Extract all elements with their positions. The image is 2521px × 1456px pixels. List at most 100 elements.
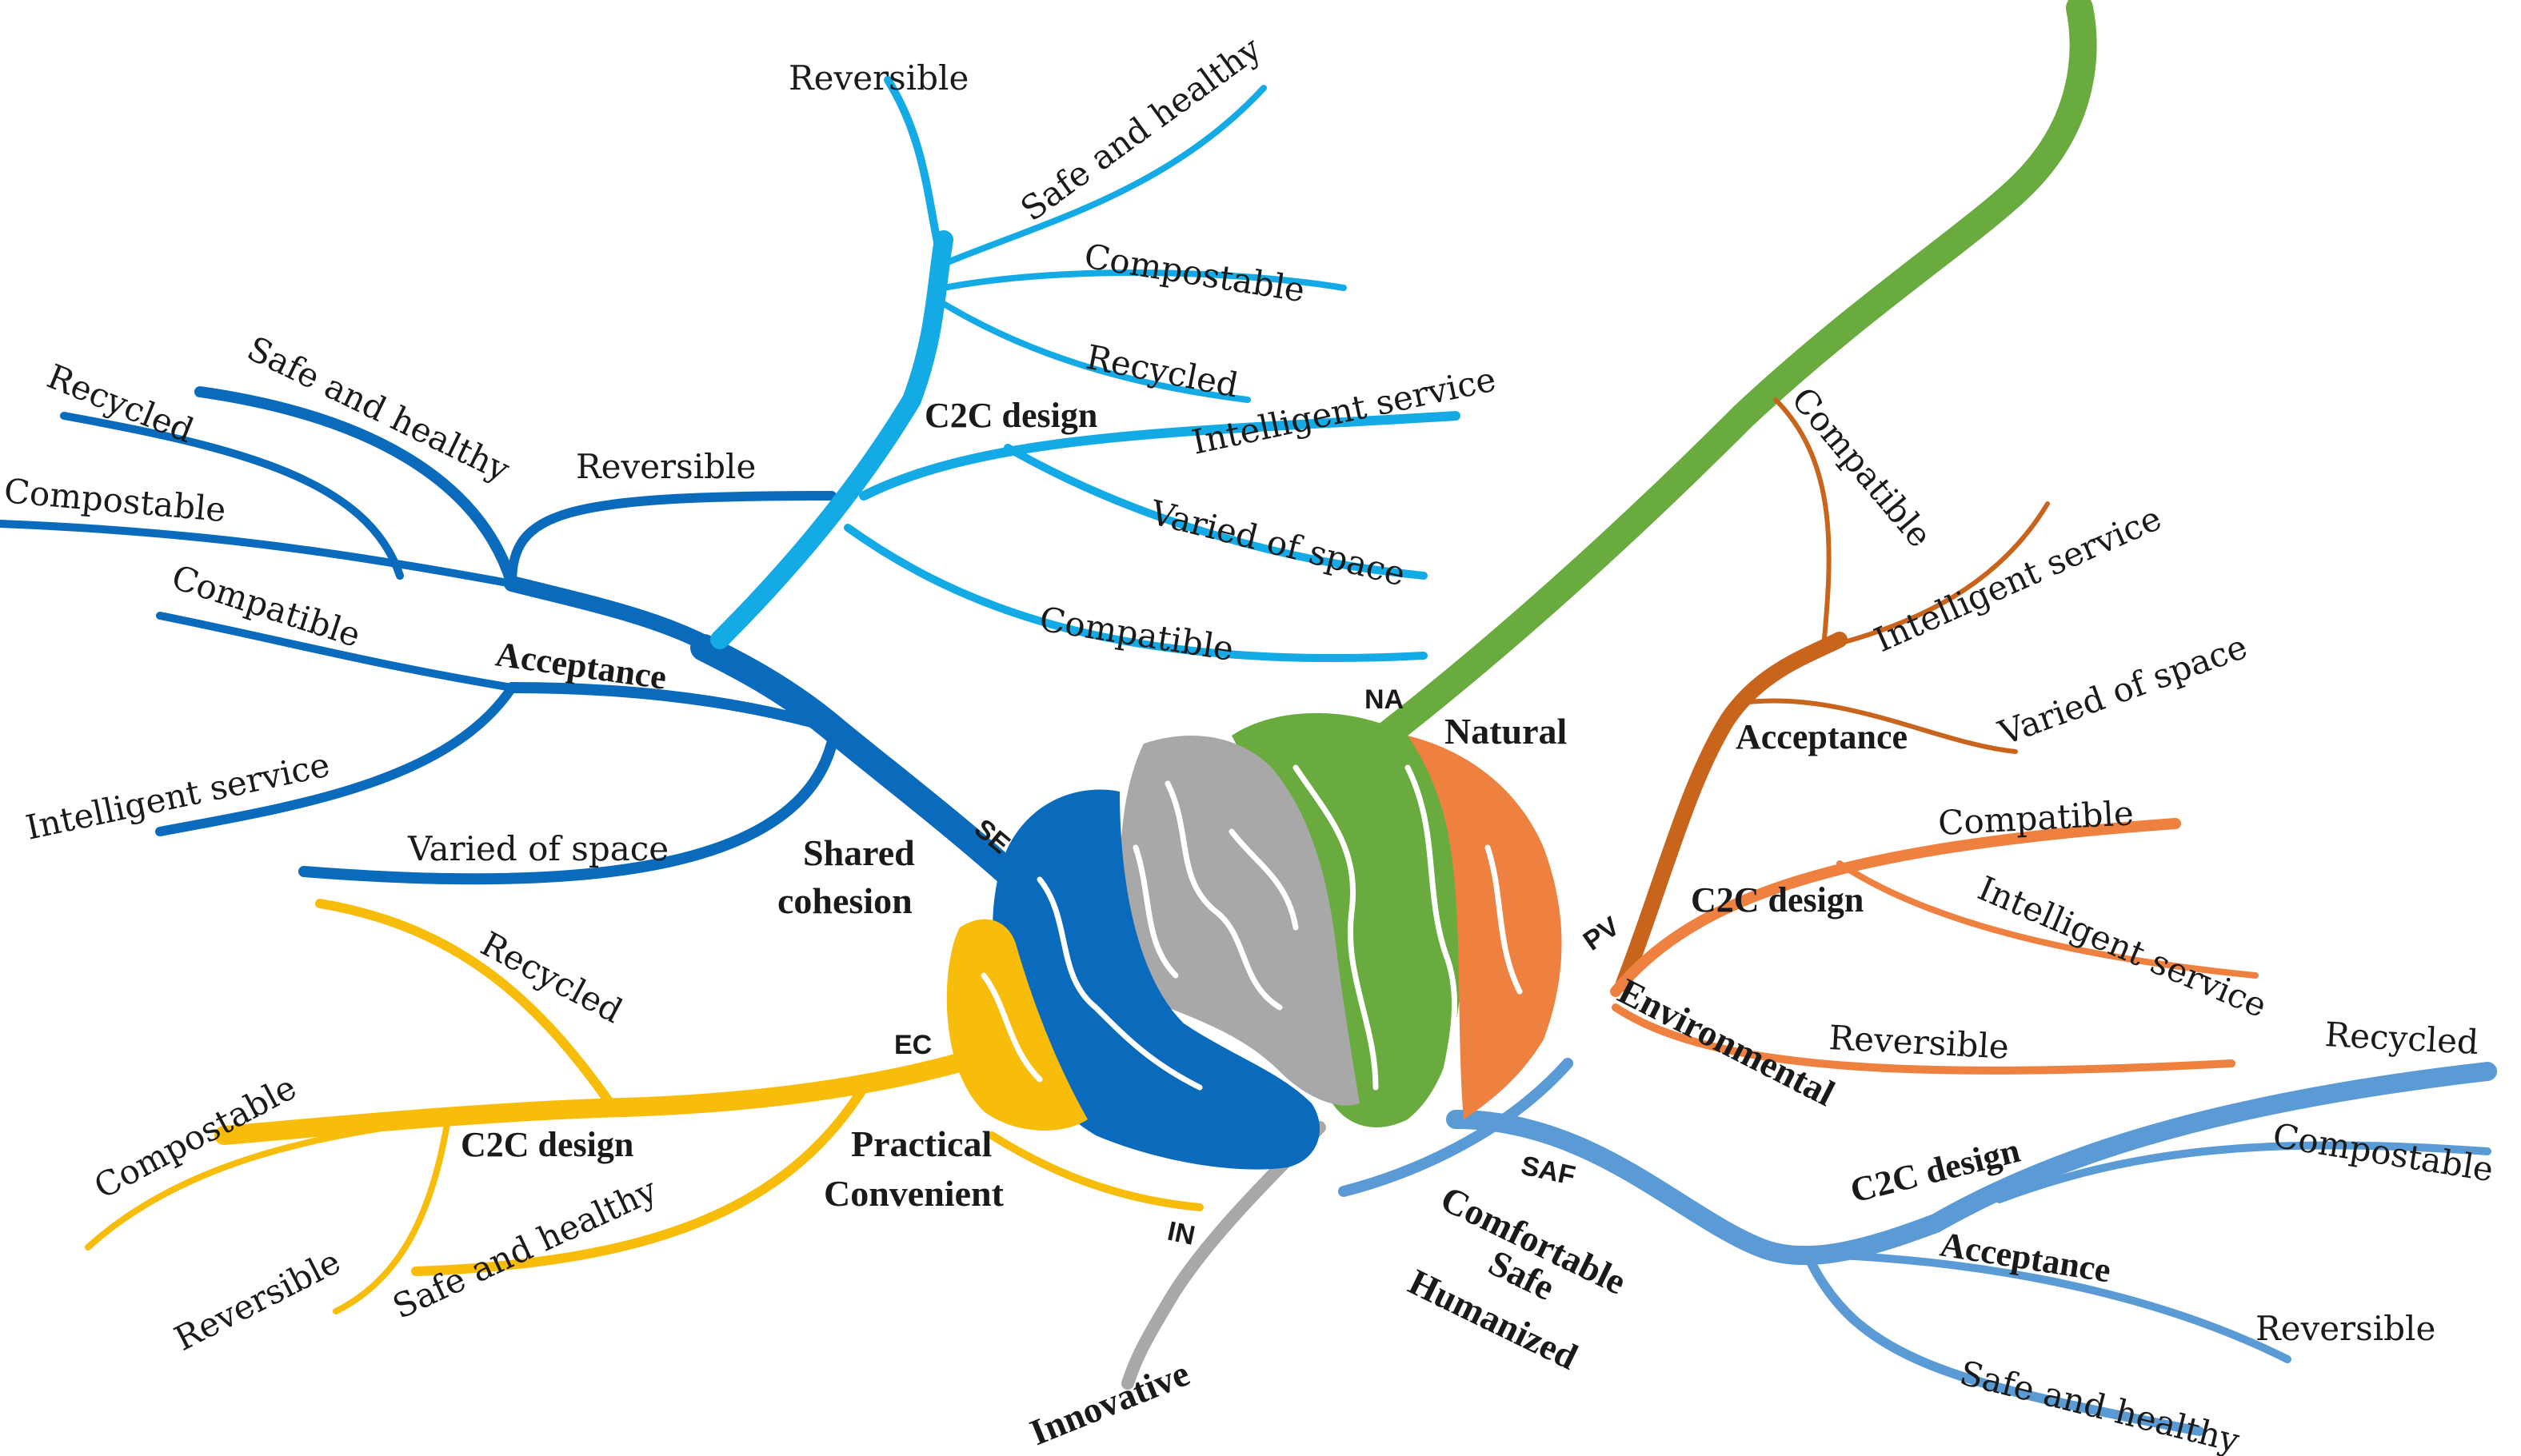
saf-to-safe (1803, 1251, 2204, 1436)
code-na: NA (1364, 684, 1404, 715)
env-to-varied (1733, 698, 2018, 754)
bottom-right-item-compostable: Compostable (2270, 1115, 2495, 1189)
shared-to-safe (194, 386, 517, 589)
econ-main-stroke (214, 1046, 993, 1145)
upper-to-varied (1004, 444, 1428, 580)
upper-to-safe (941, 85, 1267, 267)
dimension-shared-line1: Shared (803, 832, 915, 873)
econ-to-reversible (333, 1116, 451, 1314)
left-c2c-labels: C2C design Recycled Compostable Reversib… (88, 924, 663, 1358)
safety-branch (1338, 1058, 2497, 1436)
shared-trunk-stroke (504, 576, 760, 680)
upper-to-intelligent (859, 411, 1460, 501)
upper-c2c-item-compatible: Compatible (1037, 599, 1236, 668)
innovative-branch (1121, 1121, 1326, 1390)
shared-to-intelligent (155, 683, 517, 836)
left-acceptance-item-reversible: Reversible (576, 447, 756, 486)
sulcus-5 (1133, 844, 1179, 979)
shared-cohesion-branch (0, 386, 1029, 893)
upper-main-stroke (710, 230, 953, 649)
sulcus-2 (1292, 764, 1379, 1091)
upper-c2c-item-safe: Safe and healthy (1013, 29, 1268, 229)
left-acceptance-item-compostable: Compostable (2, 471, 227, 529)
brain-lobe-economic (946, 919, 1088, 1131)
dimension-natural: Natural (1444, 711, 1567, 752)
upper-c2c-item-reversible: Reversible (789, 58, 969, 98)
saf-to-reversible (1836, 1251, 2291, 1363)
env-to-intelligent (1821, 501, 2050, 650)
natural-tip-stroke (2028, 3, 2083, 179)
shared-to-compostable (0, 520, 516, 588)
environmental-branch (1610, 397, 2259, 1075)
env-to-intelligent-2 (1836, 860, 2259, 979)
env-main-stroke (1616, 632, 1848, 991)
upper-c2c-labels: C2C design Reversible Safe and healthy C… (789, 29, 1499, 668)
shared-mid-stroke (506, 682, 837, 733)
upper-c2c-item-compostable: Compostable (1081, 236, 1307, 309)
sulcus-6 (981, 972, 1043, 1083)
upper-to-compatible (844, 524, 1428, 663)
left-acceptance-item-varied: Varied of space (407, 829, 669, 868)
upper-c2c-title: C2C design (925, 396, 1097, 435)
econ-to-compostable (85, 1116, 451, 1251)
shared-to-reversible (507, 491, 837, 588)
shared-to-recycled (60, 412, 404, 580)
upper-to-recycled (941, 301, 1251, 403)
bottom-right-acceptance-title: Acceptance (1937, 1224, 2113, 1290)
sulcus-7 (1484, 844, 1523, 995)
upper-c2c-branch (710, 76, 1460, 663)
sulcus-1 (1165, 780, 1283, 1011)
dimension-environmental: Environmental (1612, 970, 1841, 1114)
econ-to-safe (411, 1083, 869, 1276)
code-in: IN (1165, 1216, 1197, 1251)
code-saf: SAF (1518, 1151, 1577, 1191)
sulcus-3 (1404, 764, 1458, 1107)
brain-lobe-environmental (1408, 736, 1562, 1119)
bottom-right-item-reversible: Reversible (2255, 1309, 2435, 1348)
bottom-right-item-recycled: Recycled (2323, 1015, 2479, 1062)
upper-c2c-item-varied: Varied of space (1146, 493, 1409, 594)
shared-to-varied (298, 738, 837, 885)
upper-c2c-item-recycled: Recycled (1083, 337, 1241, 405)
env-c2c-stroke (1610, 818, 2181, 997)
natural-branch (1362, 0, 2097, 757)
right-c2c-item-reversible: Reversible (1828, 1018, 2010, 1067)
dimension-shared-line2: cohesion (777, 880, 913, 921)
left-c2c-item-reversible: Reversible (168, 1242, 346, 1358)
brain-lobe-shared (993, 789, 1320, 1170)
right-env-labels: Acceptance Compatible Intelligent servic… (1691, 380, 2272, 1067)
saf-to-compostable (1996, 1141, 2491, 1203)
right-acceptance-item-varied: Varied of space (1993, 627, 2252, 753)
sulcus-8 (1229, 828, 1299, 931)
econ-to-recycled (315, 899, 621, 1116)
shared-to-compatible (156, 612, 516, 692)
dimension-innovative: Innovative (1025, 1352, 1195, 1453)
bottom-right-item-safe: Safe and healthy (1956, 1353, 2243, 1456)
code-pv: PV (1578, 911, 1625, 956)
code-ec: EC (894, 1030, 932, 1060)
economic-branch (85, 899, 1204, 1314)
upper-to-reversible (884, 76, 948, 276)
left-acceptance-item-recycled: Recycled (42, 357, 199, 451)
upper-to-compostable (941, 269, 1347, 291)
left-c2c-title: C2C design (461, 1125, 633, 1164)
left-acceptance-labels: Acceptance Safe and healthy Recycled Rev… (2, 329, 756, 868)
dimension-practical-line2: Convenient (824, 1173, 1005, 1214)
saf-main-stroke (1446, 1062, 2497, 1266)
right-c2c-item-compatible: Compatible (1937, 793, 2135, 843)
right-acceptance-item-compatible: Compatible (1784, 380, 1940, 555)
brain-sulci (981, 764, 1523, 1107)
sulcus-4 (1037, 876, 1203, 1091)
econ-tail-stroke (988, 1131, 1204, 1211)
brain-illustration (946, 712, 1562, 1170)
dimension-practical-line1: Practical (851, 1123, 992, 1164)
right-c2c-title: C2C design (1691, 880, 1864, 919)
saf-tail-stroke (1338, 1058, 1573, 1197)
env-to-compatible (1773, 397, 1832, 650)
innovative-stem-stroke (1121, 1121, 1326, 1390)
right-c2c-item-intelligent: Intelligent service (1972, 868, 2272, 1025)
env-to-reversible (1612, 1003, 2235, 1075)
right-acceptance-title: Acceptance (1736, 717, 1908, 756)
